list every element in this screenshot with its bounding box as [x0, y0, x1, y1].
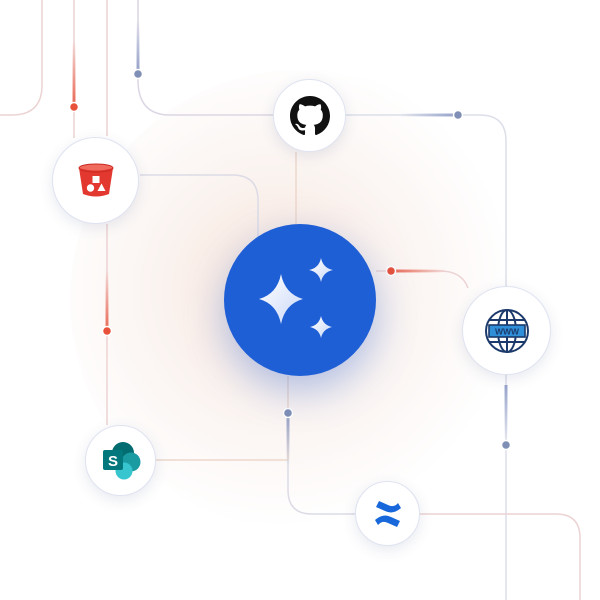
wire-hub-confluence: [287, 460, 356, 515]
sharepoint-icon: S: [100, 441, 142, 481]
wire-top-center: [137, 0, 274, 116]
dot-red-3: [385, 265, 397, 277]
trail-red-mid: [105, 270, 109, 328]
www-globe-icon: WWW: [482, 306, 532, 356]
s3-bucket-node[interactable]: [52, 137, 139, 224]
sharepoint-node[interactable]: S: [85, 425, 156, 496]
dot-red-2: [101, 325, 113, 337]
wire-hub-sharepoint: [155, 376, 289, 461]
dot-blue-4: [500, 439, 512, 451]
github-node[interactable]: [273, 79, 346, 152]
trail-blue-github: [400, 113, 455, 117]
github-icon: [289, 95, 330, 136]
aws-s3-bucket-icon: [76, 161, 116, 201]
dot-blue-3: [282, 407, 294, 419]
trail-red-web: [394, 269, 446, 273]
trail-blue-web-down: [504, 385, 508, 441]
ai-sparkles-icon: [224, 224, 376, 376]
dot-red-1: [68, 101, 80, 113]
dot-blue-2: [452, 109, 464, 121]
ai-hub[interactable]: [224, 224, 376, 376]
wire-top-left-curve: [0, 0, 43, 116]
www-label: WWW: [494, 326, 519, 336]
trail-blue-top: [136, 20, 140, 70]
confluence-node[interactable]: [355, 481, 420, 546]
wire-github-web: [345, 114, 507, 288]
sharepoint-letter: S: [107, 453, 117, 470]
wire-s3-hub: [140, 174, 259, 238]
website-node[interactable]: WWW: [462, 286, 551, 375]
wire-confluence-right: [420, 513, 581, 600]
dot-blue-1: [132, 68, 144, 80]
confluence-icon: [373, 499, 403, 529]
trail-blue-hub-down: [286, 416, 290, 466]
trail-red-top: [72, 40, 76, 102]
